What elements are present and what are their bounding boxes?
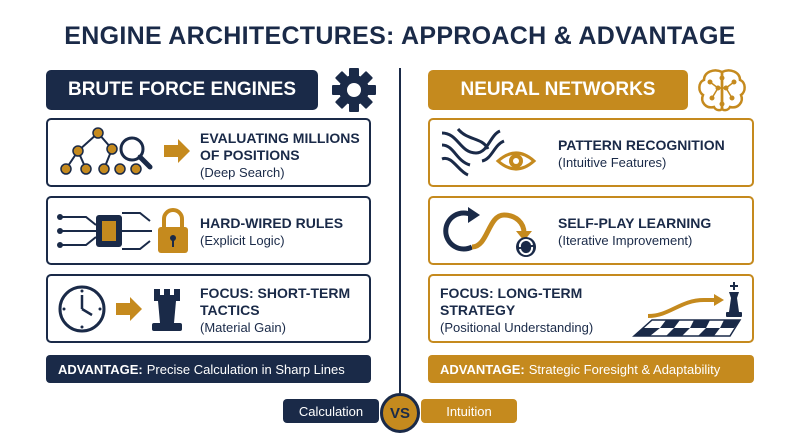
card-subtitle: (Iterative Improvement) (558, 233, 693, 248)
card-title: SELF-PLAY LEARNING (558, 215, 712, 231)
chessboard-king-icon (632, 282, 742, 337)
card-title: HARD-WIRED RULES (200, 215, 344, 231)
page-title: ENGINE ARCHITECTURES: APPROACH & ADVANTA… (64, 22, 736, 50)
brute-force-header-label: BRUTE FORCE ENGINES (67, 79, 297, 100)
card-title: FOCUS: LONG-TERM (440, 285, 583, 301)
neural-advantage: ADVANTAGE: Strategic Foresight & Adaptab… (428, 355, 754, 383)
advantage-label: ADVANTAGE: (58, 361, 143, 377)
card-self-play-learning: SELF-PLAY LEARNING (Iterative Improvemen… (428, 196, 754, 265)
card-long-term-strategy: FOCUS: LONG-TERM STRATEGY (Positional Un… (428, 274, 754, 343)
pattern-eye-icon (441, 127, 537, 177)
card-title: STRATEGY (440, 302, 516, 318)
search-tree-icon (60, 127, 190, 175)
card-subtitle: (Explicit Logic) (200, 233, 285, 248)
advantage-text: Precise Calculation in Sharp Lines (146, 361, 345, 377)
card-subtitle: (Intuitive Features) (558, 155, 667, 170)
brute-force-header: BRUTE FORCE ENGINES (46, 70, 318, 110)
vs-badge: VS (380, 393, 420, 433)
advantage-text: Strategic Foresight & Adaptability (528, 361, 721, 377)
center-divider (399, 68, 401, 393)
card-title: TACTICS (200, 302, 260, 318)
calculation-label: Calculation (283, 399, 379, 423)
loop-icon (443, 207, 536, 257)
neural-networks-header: NEURAL NETWORKS (428, 70, 688, 110)
card-title: FOCUS: SHORT-TERM (200, 285, 351, 301)
chip-lock-icon (57, 208, 188, 253)
brute-force-advantage: ADVANTAGE: Precise Calculation in Sharp … (46, 355, 371, 383)
card-short-term-tactics: FOCUS: SHORT-TERM TACTICS (Material Gain… (46, 274, 371, 343)
advantage-label: ADVANTAGE: (440, 361, 525, 377)
card-subtitle: (Material Gain) (200, 320, 286, 335)
card-title: EVALUATING MILLIONS (200, 130, 360, 146)
card-pattern-recognition: PATTERN RECOGNITION (Intuitive Features) (428, 118, 754, 187)
neural-networks-header-label: NEURAL NETWORKS (460, 79, 656, 100)
card-subtitle: (Positional Understanding) (440, 320, 594, 335)
brain-icon (694, 64, 750, 116)
gear-icon (326, 64, 382, 116)
card-subtitle: (Deep Search) (200, 165, 285, 180)
intuition-label: Intuition (421, 399, 517, 423)
clock-rook-icon (58, 285, 182, 333)
card-title: PATTERN RECOGNITION (558, 137, 725, 153)
card-title: OF POSITIONS (200, 147, 300, 163)
card-evaluating-positions: EVALUATING MILLIONS OF POSITIONS (Deep S… (46, 118, 371, 187)
card-hard-wired-rules: HARD-WIRED RULES (Explicit Logic) (46, 196, 371, 265)
